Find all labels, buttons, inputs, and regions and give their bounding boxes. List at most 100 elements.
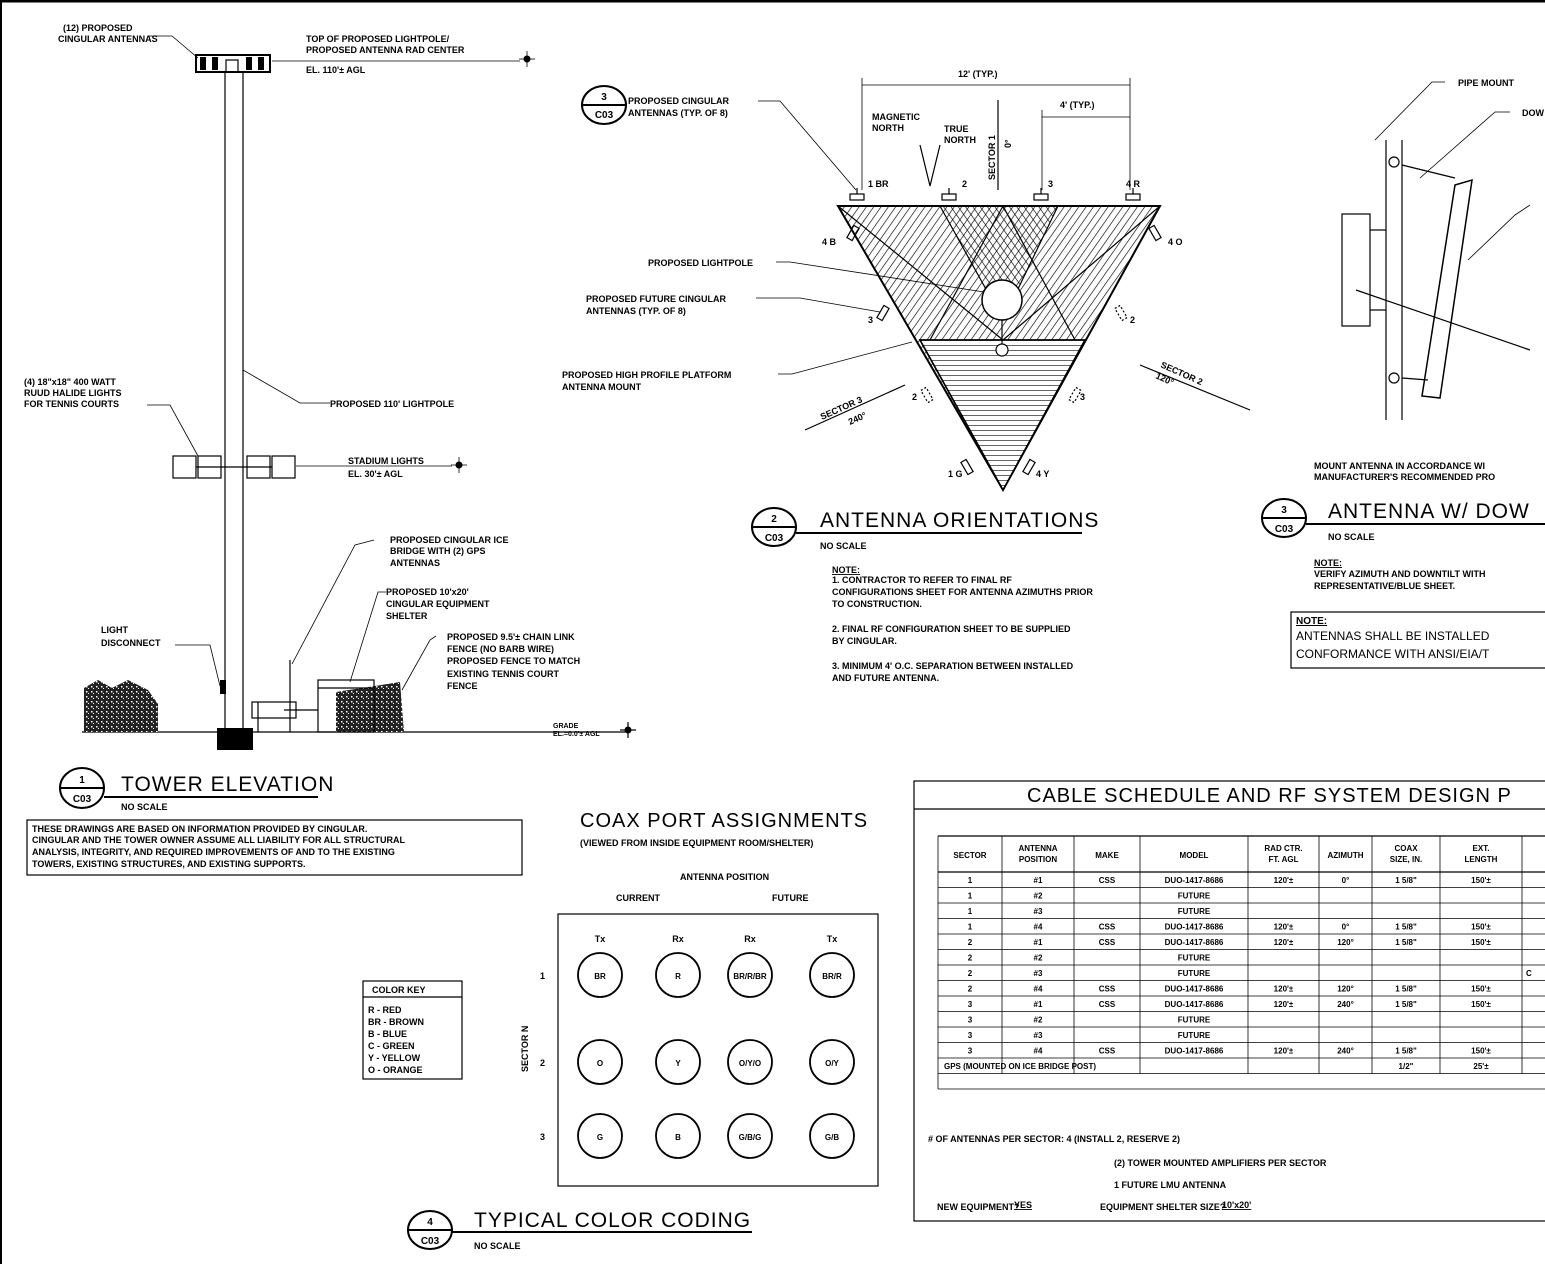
coax-port-label: Y: [675, 1059, 681, 1068]
table-cell: 1 5/8": [1395, 876, 1417, 885]
svg-text:C03: C03: [1275, 524, 1294, 535]
sector-2-azimuth-line: [1139, 364, 1251, 411]
mount-note: MOUNT ANTENNA IN ACCORDANCE WI: [1314, 461, 1485, 471]
antenna-downtilt-detail: PIPE MOUNT DOW MOUNT ANTENNA IN ACCORDAN…: [1261, 78, 1545, 669]
port-column-header: Tx: [827, 934, 838, 944]
table-cell: 0°: [1342, 876, 1350, 885]
coax-port-circle: [577, 952, 623, 998]
future-antenna-note: 1 FUTURE LMU ANTENNA: [1114, 1180, 1227, 1190]
coax-port-label: O/Y/O: [739, 1059, 761, 1068]
light-disconnect: [220, 680, 226, 694]
coax-port-circle: [577, 1113, 623, 1159]
halide-lights-callout: (4) 18"x18" 400 WATT: [24, 377, 116, 387]
svg-text:1 G: 1 G: [948, 469, 963, 479]
color-key-item: BR - BROWN: [368, 1017, 424, 1027]
table-cell: 1: [968, 892, 973, 901]
installation-note-line: ANTENNAS SHALL BE INSTALLED: [1296, 629, 1490, 643]
coax-port-label: G/B: [825, 1133, 839, 1142]
table-header-cell: MODEL: [1180, 851, 1209, 860]
new-equipment-value: YES: [1014, 1200, 1032, 1210]
antenna-icon: [941, 188, 957, 201]
ice-bridge-callout: PROPOSED CINGULAR ICE: [390, 535, 509, 545]
svg-text:SHELTER: SHELTER: [386, 611, 428, 621]
table-cell: FUTURE: [1178, 1031, 1211, 1040]
orientation-note: 1. CONTRACTOR TO REFER TO FINAL RF: [832, 575, 1012, 585]
antennas-per-sector: # OF ANTENNAS PER SECTOR: 4 (INSTALL 2, …: [928, 1134, 1180, 1144]
svg-text:CONFIGURATIONS SHEET FOR ANTEN: CONFIGURATIONS SHEET FOR ANTENNA AZIMUTH…: [832, 587, 1093, 597]
existing-structure: [84, 680, 158, 732]
pole-foundation: [217, 728, 253, 750]
svg-text:NO SCALE: NO SCALE: [820, 541, 867, 551]
table-header-cell: SIZE, IN.: [1390, 855, 1422, 864]
coax-port-label: G/B/G: [739, 1133, 762, 1142]
detail-4-title: 4 C03 TYPICAL COLOR CODING NO SCALE: [407, 1209, 752, 1251]
table-cell: #3: [1034, 969, 1043, 978]
lightpole-plan: [981, 279, 1023, 321]
svg-text:FENCE: FENCE: [447, 681, 478, 691]
svg-text:NO SCALE: NO SCALE: [474, 1241, 521, 1251]
gps-length: 25'±: [1473, 1062, 1489, 1071]
grade-target-icon: [620, 722, 636, 738]
tower-elevation-title: TOWER ELEVATION: [121, 773, 334, 796]
svg-text:3: 3: [601, 92, 607, 103]
cable-schedule-title: CABLE SCHEDULE AND RF SYSTEM DESIGN P: [1027, 785, 1512, 807]
table-cell: DUO-1417-8686: [1165, 1047, 1224, 1056]
port-grid: [557, 913, 879, 1187]
svg-text:NOTE:: NOTE:: [1314, 558, 1342, 568]
table-header-cell: AZIMUTH: [1328, 851, 1364, 860]
sector-row-number: 3: [540, 1132, 545, 1142]
table-cell: 120'±: [1274, 1047, 1294, 1056]
svg-text:TO CONSTRUCTION.: TO CONSTRUCTION.: [832, 599, 922, 609]
port-column-header: Rx: [744, 934, 756, 944]
svg-text:ANTENNAS: ANTENNAS: [390, 558, 440, 568]
table-cell: CSS: [1099, 1047, 1116, 1056]
table-header-cell: COAX: [1394, 844, 1418, 853]
svg-text:1: 1: [79, 775, 85, 786]
svg-text:RUUD HALIDE LIGHTS: RUUD HALIDE LIGHTS: [24, 388, 122, 398]
coax-port-label: R: [675, 972, 681, 981]
svg-text:EXISTING TENNIS COURT: EXISTING TENNIS COURT: [447, 669, 560, 679]
antenna-icon: [1125, 188, 1141, 201]
stadium-target-icon: [451, 457, 467, 473]
color-key-item: B - BLUE: [368, 1029, 407, 1039]
table-cell-overflow: C: [1526, 969, 1532, 978]
table-cell: 150'±: [1471, 876, 1491, 885]
typical-color-coding-title: TYPICAL COLOR CODING: [474, 1209, 751, 1232]
table-cell: 1 5/8": [1395, 1047, 1417, 1056]
installation-note-box: [1290, 611, 1545, 669]
table-cell: 120'±: [1274, 1000, 1294, 1009]
color-key: [362, 980, 463, 1080]
sector-1-label: SECTOR 1: [987, 135, 997, 180]
coax-port-circle: [577, 1039, 623, 1085]
cingular-antennas-callout: PROPOSED CINGULAR: [628, 96, 730, 106]
antenna-icon: [960, 458, 974, 476]
table-cell: 2: [968, 938, 973, 947]
rad-center-target-icon: [519, 51, 535, 67]
table-cell: FUTURE: [1178, 907, 1211, 916]
coax-port-label: O/Y: [825, 1059, 839, 1068]
svg-text:BY CINGULAR.: BY CINGULAR.: [832, 636, 897, 646]
table-cell: 120'±: [1274, 923, 1294, 932]
fence-callout: PROPOSED 9.5'± CHAIN LINK: [447, 632, 575, 642]
table-header-cell: MAKE: [1095, 851, 1119, 860]
table-header-cell: FT. AGL: [1269, 855, 1299, 864]
coax-port-circle: [727, 1039, 773, 1085]
antenna-icon: [212, 57, 218, 70]
table-cell: #4: [1034, 1047, 1043, 1056]
svg-text:EL. 30'± AGL: EL. 30'± AGL: [348, 469, 403, 479]
stadium-lights-callout: STADIUM LIGHTS: [348, 456, 424, 466]
antenna-position-label: ANTENNA POSITION: [680, 872, 769, 882]
table-cell: 120'±: [1274, 938, 1294, 947]
antenna-downtilt-title: ANTENNA W/ DOW: [1328, 500, 1530, 523]
color-key-item: R - RED: [368, 1005, 402, 1015]
coax-port-label: G: [597, 1133, 603, 1142]
svg-text:1 BR: 1 BR: [868, 179, 889, 189]
svg-text:PROPOSED FENCE TO MATCH: PROPOSED FENCE TO MATCH: [447, 656, 580, 666]
svg-text:EL.=0.0'± AGL: EL.=0.0'± AGL: [553, 731, 600, 738]
table-cell: 0°: [1342, 923, 1350, 932]
equipment-shelter: [317, 679, 375, 733]
svg-text:C03: C03: [595, 110, 614, 121]
coax-port-circle: [655, 1113, 701, 1159]
antennas-callout: (12) PROPOSED: [63, 23, 133, 33]
